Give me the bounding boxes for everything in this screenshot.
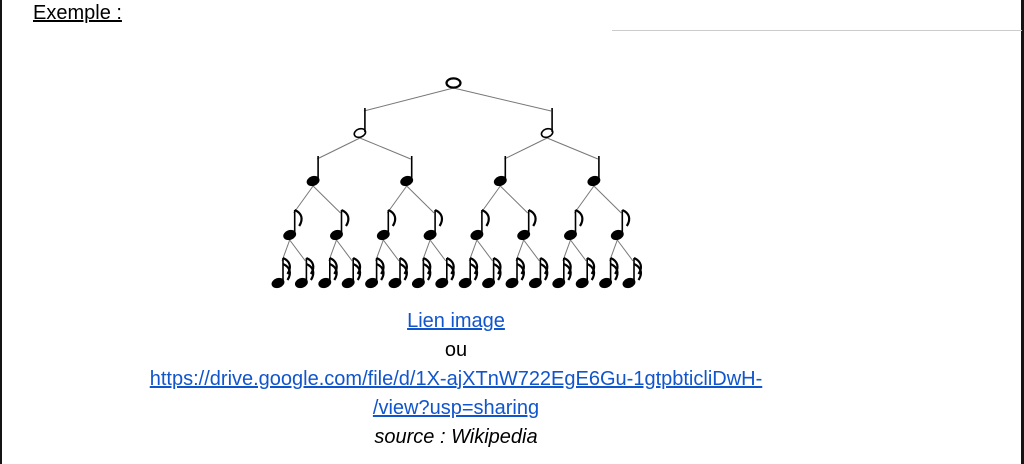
window-edge-right [1021, 0, 1024, 464]
drive-url-line-2: /view?usp=sharing [0, 394, 912, 423]
image-link-line: Lien image [0, 307, 912, 336]
links-column: Lien image ou https://drive.google.com/f… [0, 307, 912, 452]
drive-url-line-1: https://drive.google.com/file/d/1X-ajXTn… [0, 365, 912, 394]
drive-url-link-line2[interactable]: /view?usp=sharing [372, 397, 540, 419]
note-value-tree-diagram [271, 77, 642, 289]
drive-url-link-line1[interactable]: https://drive.google.com/file/d/1X-ajXTn… [149, 368, 763, 390]
cell-border-line [612, 30, 1022, 31]
heading-exemple: Exemple : [33, 2, 122, 24]
image-link[interactable]: Lien image [407, 310, 505, 332]
source-text: source : Wikipedia [374, 426, 538, 448]
or-text: ou [444, 339, 468, 361]
window-edge-left [0, 0, 2, 464]
